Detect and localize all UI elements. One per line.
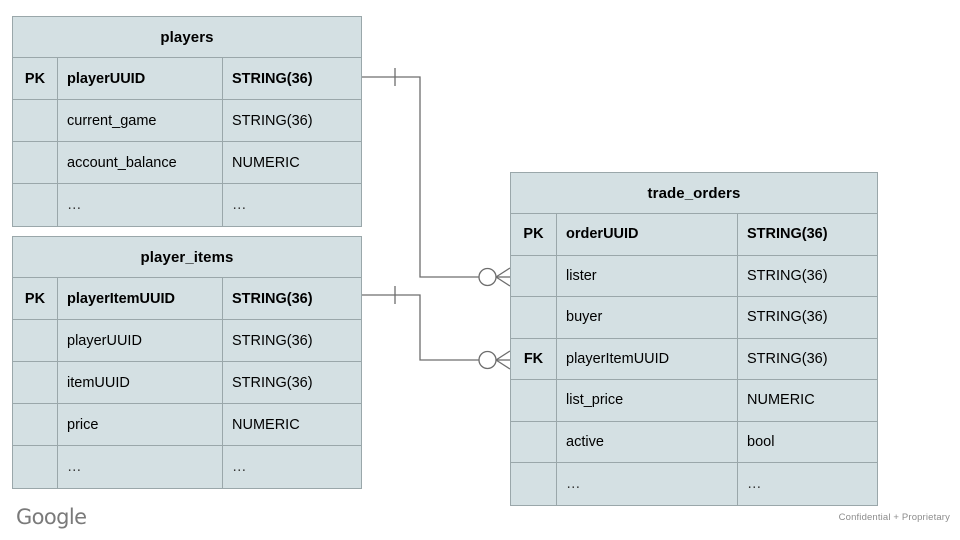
column-type: NUMERIC <box>232 154 300 171</box>
table-row[interactable]: price NUMERIC <box>13 404 361 446</box>
column-name: account_balance <box>58 142 223 183</box>
column-name: current_game <box>58 100 223 141</box>
column-name: price <box>58 404 223 445</box>
column-name: playerUUID <box>58 320 223 361</box>
column-name: lister <box>557 255 738 296</box>
column-type: STRING(36) <box>232 374 313 391</box>
column-name: … <box>557 463 738 505</box>
column-name: buyer <box>557 297 738 338</box>
table-row[interactable]: PK playerUUID STRING(36) <box>13 58 361 100</box>
cardinality-many-crowsfoot <box>495 267 511 287</box>
table-row[interactable]: buyer STRING(36) <box>511 297 877 339</box>
table-row[interactable]: current_game STRING(36) <box>13 100 361 142</box>
column-type: … <box>232 459 248 475</box>
column-key <box>13 142 58 183</box>
column-name: playerItemUUID <box>557 338 738 379</box>
column-type: … <box>747 475 763 492</box>
connector-players-trade-orders <box>362 68 511 287</box>
column-name: orderUUID <box>557 214 738 255</box>
cardinality-many-crowsfoot <box>495 350 511 370</box>
column-type: bool <box>747 433 775 450</box>
entity-title-trade-orders: trade_orders <box>511 173 877 214</box>
table-row[interactable]: … … <box>13 446 361 488</box>
column-key <box>511 380 557 421</box>
column-key: PK <box>13 278 58 319</box>
entity-title-players: players <box>13 17 361 58</box>
column-key <box>13 320 58 361</box>
column-name: … <box>58 446 223 488</box>
column-type: NUMERIC <box>747 392 815 409</box>
column-key <box>511 255 557 296</box>
column-type: STRING(36) <box>232 290 313 307</box>
table-row[interactable]: lister STRING(36) <box>511 255 877 297</box>
column-name: list_price <box>557 380 738 421</box>
confidential-notice: Confidential + Proprietary <box>838 512 950 523</box>
column-key <box>13 184 58 226</box>
entity-table-players[interactable]: players PK playerUUID STRING(36) current… <box>12 16 362 227</box>
column-type: STRING(36) <box>232 70 313 87</box>
column-type: NUMERIC <box>232 416 300 433</box>
table-row[interactable]: PK playerItemUUID STRING(36) <box>13 278 361 320</box>
column-key <box>13 100 58 141</box>
table-row[interactable]: playerUUID STRING(36) <box>13 320 361 362</box>
column-key <box>511 297 557 338</box>
table-row[interactable]: account_balance NUMERIC <box>13 142 361 184</box>
column-key <box>13 404 58 445</box>
column-key: PK <box>511 214 557 255</box>
column-name: … <box>58 184 223 226</box>
table-row[interactable]: list_price NUMERIC <box>511 380 877 422</box>
column-type: STRING(36) <box>747 350 828 367</box>
cardinality-zero-ring <box>478 350 497 370</box>
column-key <box>511 421 557 462</box>
table-row[interactable]: itemUUID STRING(36) <box>13 362 361 404</box>
column-name: playerUUID <box>58 58 223 99</box>
column-key <box>13 362 58 403</box>
column-key <box>13 446 58 488</box>
column-type: STRING(36) <box>232 332 313 349</box>
table-row[interactable]: … … <box>511 463 877 505</box>
column-type: STRING(36) <box>232 112 313 129</box>
column-type: STRING(36) <box>747 226 828 243</box>
table-row[interactable]: FK playerItemUUID STRING(36) <box>511 338 877 380</box>
entity-table-trade-orders[interactable]: trade_orders PK orderUUID STRING(36) lis… <box>510 172 878 506</box>
connector-player-items-trade-orders <box>362 286 511 370</box>
column-type: … <box>232 197 248 213</box>
table-row[interactable]: active bool <box>511 421 877 463</box>
column-name: playerItemUUID <box>58 278 223 319</box>
column-name: itemUUID <box>58 362 223 403</box>
table-row[interactable]: PK orderUUID STRING(36) <box>511 214 877 256</box>
cardinality-zero-ring <box>478 267 497 287</box>
column-key <box>511 463 557 505</box>
column-key: PK <box>13 58 58 99</box>
google-logo: Google <box>16 505 87 529</box>
column-type: STRING(36) <box>747 267 828 284</box>
column-key-fk: FK <box>511 338 557 379</box>
column-type: STRING(36) <box>747 309 828 326</box>
table-row[interactable]: … … <box>13 184 361 226</box>
entity-table-player-items[interactable]: player_items PK playerItemUUID STRING(36… <box>12 236 362 489</box>
entity-title-player-items: player_items <box>13 237 361 278</box>
column-name: active <box>557 421 738 462</box>
